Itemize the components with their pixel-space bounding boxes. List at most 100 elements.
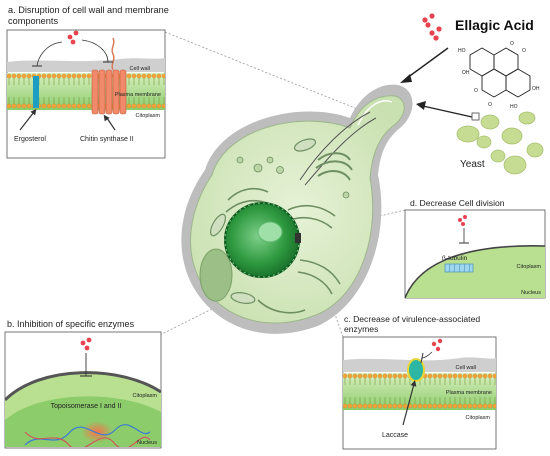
panel-c-cytoplasm-label: Citoplasm — [466, 415, 491, 421]
group-o-2: O — [522, 48, 526, 54]
lipid-head — [126, 73, 132, 79]
panel-b-nucleus-label: Nucleus — [137, 440, 157, 446]
molecule-rings — [469, 47, 531, 98]
panel-a-title-line1: a. Disruption of cell wall and membrane — [8, 5, 169, 15]
lipid-head — [126, 103, 132, 109]
lipid-head — [26, 73, 32, 79]
lipid-head — [51, 73, 57, 79]
lipid-head — [66, 73, 72, 79]
lipid-head — [61, 103, 67, 109]
lipid-head — [447, 373, 453, 379]
group-oh-2: OH — [532, 86, 540, 92]
panel-c-title-line1: c. Decrease of virulence-associated — [344, 314, 480, 324]
lipid-head — [7, 103, 12, 109]
lipid-head — [427, 403, 433, 409]
lipid-head — [357, 373, 363, 379]
lipid-head — [367, 373, 373, 379]
ellagic-acid-molecule — [67, 30, 79, 45]
ergosterol-shape — [33, 76, 39, 108]
lipid-head — [136, 103, 142, 109]
lipid-head — [352, 373, 358, 379]
lipid-head — [81, 103, 87, 109]
lipid-head — [382, 403, 388, 409]
lipid-head — [141, 103, 147, 109]
lipid-head — [372, 373, 378, 379]
lipid-head — [21, 103, 27, 109]
panel-d-molecule — [458, 215, 467, 226]
lipid-head — [382, 373, 388, 379]
yeast-cell — [181, 84, 413, 334]
lipid-head — [477, 373, 483, 379]
group-o-1: O — [510, 41, 514, 47]
lipid-head — [21, 73, 27, 79]
laccase-shape — [407, 358, 425, 382]
vesicles — [236, 156, 350, 199]
lipid-head — [462, 403, 468, 409]
panel-a-cell-wall-label: Cell wall — [130, 66, 150, 72]
panel-a-plasma-membrane-label: Plasma membrane — [115, 92, 161, 98]
lipid-head — [387, 373, 393, 379]
lipid-head — [86, 103, 92, 109]
lipid-head — [442, 403, 448, 409]
lipid-head — [397, 403, 403, 409]
lipid-head — [492, 373, 496, 379]
lipid-head — [16, 73, 22, 79]
lipid-head — [492, 403, 496, 409]
lipid-head — [11, 103, 17, 109]
lipid-head — [61, 73, 67, 79]
lipid-head — [131, 73, 137, 79]
panel-b: b. Inhibition of specific enzymes Citopl… — [4, 319, 162, 449]
lipid-head — [467, 373, 473, 379]
panel-a-cytoplasm-label: Citoplasm — [136, 113, 161, 119]
lipid-head — [422, 403, 428, 409]
lipid-head — [432, 403, 438, 409]
lipid-head — [131, 103, 137, 109]
panel-d-nucleus-label: Nucleus — [521, 290, 541, 296]
lipid-head — [151, 73, 157, 79]
lipid-head — [412, 403, 418, 409]
lipid-head — [437, 373, 443, 379]
panel-c-molecule — [431, 338, 443, 352]
dna-strand-1 — [24, 424, 151, 446]
panel-b-molecule — [80, 337, 92, 351]
lipid-head — [432, 373, 438, 379]
lipid-head — [46, 73, 52, 79]
lipid-head — [71, 73, 77, 79]
yeast-cluster: Yeast — [416, 101, 544, 175]
lipid-head — [161, 73, 165, 79]
lipid-head — [377, 403, 383, 409]
group-oh-1: OH — [462, 70, 470, 76]
group-o-4: O — [488, 102, 492, 108]
lipid-head — [86, 73, 92, 79]
lipid-head — [156, 73, 162, 79]
lipid-head — [362, 403, 368, 409]
lipid-head — [146, 103, 152, 109]
panel-d: d. Decrease Cell division ß-tubulin Cito… — [404, 198, 546, 299]
panel-d-cytoplasm-label: Citoplasm — [517, 264, 542, 270]
lipid-head — [402, 403, 408, 409]
lipid-head — [427, 373, 433, 379]
lipid-head — [372, 403, 378, 409]
laccase-label: Laccase — [382, 432, 408, 439]
panel-a: a. Disruption of cell wall and membrane … — [6, 5, 169, 159]
chitin-chain — [111, 37, 115, 71]
group-ho-2: HO — [510, 104, 518, 110]
lipid-head — [41, 103, 47, 109]
lipid-head — [156, 103, 162, 109]
lipid-head — [141, 73, 147, 79]
endoplasmic-reticulum — [225, 187, 341, 314]
lipid-head — [482, 403, 488, 409]
lipid-head — [397, 373, 403, 379]
lipid-head — [437, 403, 443, 409]
lipid-head — [472, 403, 478, 409]
lipid-head — [56, 103, 62, 109]
lipid-head — [7, 73, 12, 79]
free-ellagic-acid-molecules — [422, 13, 442, 41]
lipid-head — [51, 103, 57, 109]
nucleolus — [257, 221, 283, 243]
panel-c: c. Decrease of virulence-associated enzy… — [342, 314, 497, 450]
yeast-label: Yeast — [460, 159, 485, 170]
lipid-head — [343, 373, 348, 379]
panel-d-title: d. Decrease Cell division — [410, 198, 505, 208]
lipid-head — [16, 103, 22, 109]
